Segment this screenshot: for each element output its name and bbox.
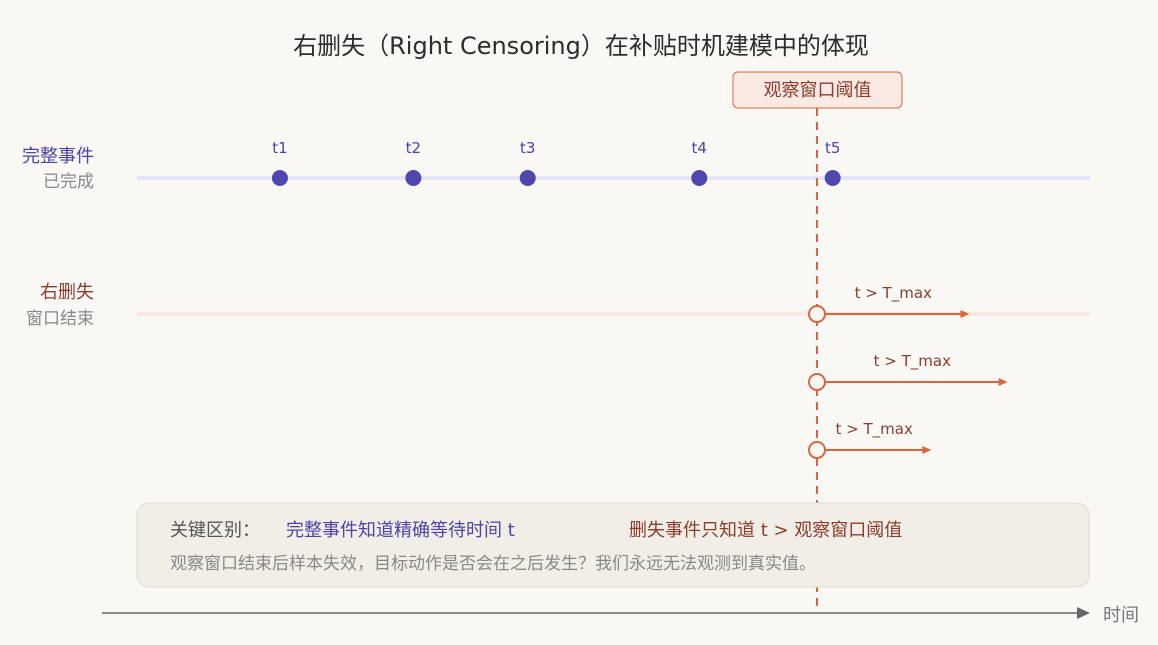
complete-event-dot [271, 170, 288, 186]
censored-event-label: t > T_max [855, 284, 932, 303]
censored-arrowhead [998, 378, 1008, 386]
censored-row-label: 右删失 [40, 282, 94, 303]
note-heading: 关键区别： [170, 520, 260, 541]
complete-event-label: t1 [272, 139, 287, 157]
complete-event-label: t2 [406, 139, 421, 157]
complete-event-label: t3 [520, 139, 535, 157]
censored-event-label: t > T_max [874, 352, 951, 371]
censored-row-sublabel: 窗口结束 [26, 309, 94, 329]
time-axis-arrowhead [1077, 607, 1090, 619]
censored-event-marker [808, 305, 826, 323]
complete-events: t1 t2 t3 t4 t5 [271, 139, 841, 186]
censored-arrowhead [960, 310, 970, 318]
note-complete-text: 完整事件知道精确等待时间 t [286, 520, 515, 541]
complete-row-label: 完整事件 [22, 146, 94, 167]
note-box [136, 502, 1090, 588]
censored-event-label: t > T_max [836, 420, 913, 439]
complete-event-label: t4 [692, 139, 707, 157]
complete-row-sublabel: 已完成 [43, 172, 94, 192]
complete-event-label: t5 [825, 139, 840, 157]
time-axis-label: 时间 [1103, 605, 1139, 626]
censored-event-marker [808, 441, 826, 459]
note-detail-text: 观察窗口结束后样本失效，目标动作是否会在之后发生？我们永远无法观测到真实值。 [170, 554, 816, 574]
complete-event-dot [824, 170, 841, 186]
threshold-label-box [732, 71, 903, 109]
complete-event-dot [405, 170, 422, 186]
diagram-title: 右删失（Right Censoring）在补贴时机建模中的体现 [293, 32, 869, 60]
complete-event-dot [519, 170, 536, 186]
censored-arrowhead [922, 446, 932, 454]
complete-event-dot [691, 170, 708, 186]
threshold-label: 观察窗口阈值 [764, 80, 872, 101]
censored-event-marker [808, 373, 826, 391]
note-censored-text: 删失事件只知道 t > 观察窗口阈值 [629, 520, 902, 541]
